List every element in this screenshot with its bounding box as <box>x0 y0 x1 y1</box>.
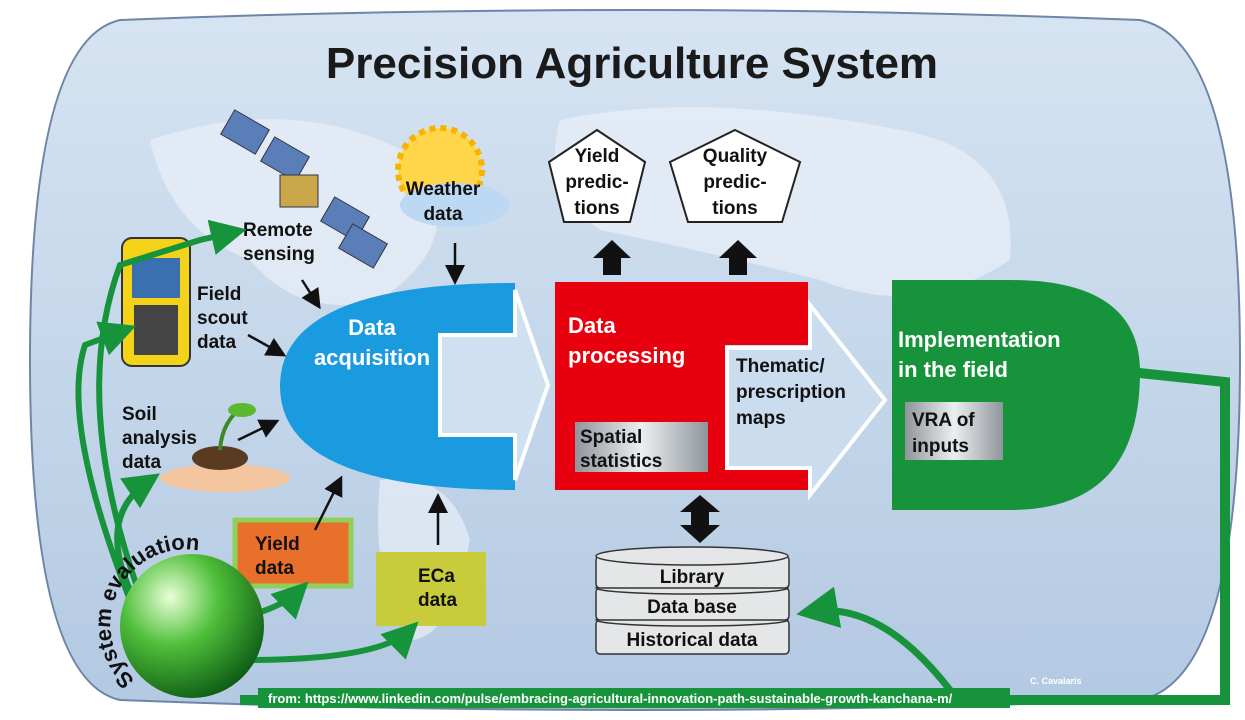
database-stack <box>595 546 790 655</box>
vra-label: inputs <box>912 436 969 457</box>
remote-sensing-label: Remote <box>243 220 313 241</box>
gps-device-icon <box>121 237 191 367</box>
spatial-label: statistics <box>580 451 662 472</box>
db-historical: Historical data <box>627 630 758 651</box>
field-scout-label: data <box>197 332 237 353</box>
credit-label: C. Cavalaris <box>1030 676 1082 686</box>
source-bar <box>258 688 1010 708</box>
sun-cloud-icon <box>395 125 510 227</box>
double-arrow-icon <box>680 495 720 543</box>
yield-data-label: Yield <box>255 534 300 555</box>
vra-box <box>905 402 1003 460</box>
up-arrow-icon <box>593 240 631 275</box>
acquisition-label: acquisition <box>314 345 430 370</box>
processing-label: processing <box>568 343 685 368</box>
source-link[interactable]: from: https://www.linkedin.com/pulse/emb… <box>268 691 953 706</box>
up-arrow-icon <box>719 240 757 275</box>
quality-predictions-line: predic- <box>703 172 766 193</box>
soil-label: data <box>122 452 162 473</box>
quality-predictions-pentagon <box>668 128 802 223</box>
soil-label: Soil <box>122 404 157 425</box>
yield-predictions-pentagon <box>547 128 647 223</box>
processing-label: Data <box>568 313 616 338</box>
thematic-maps-arrow <box>725 299 888 501</box>
field-scout-label: scout <box>197 308 248 329</box>
eca-data-label: data <box>418 590 458 611</box>
db-database: Data base <box>647 597 737 618</box>
satellite-icon <box>219 109 389 269</box>
implementation-label: in the field <box>898 357 1008 382</box>
yield-data-label: data <box>255 558 295 579</box>
hollow-arrow-icon <box>438 289 551 481</box>
quality-predictions-line: tions <box>712 198 757 219</box>
yield-predictions-line: predic- <box>565 172 628 193</box>
maps-label: prescription <box>736 382 846 403</box>
maps-label: Thematic/ <box>736 356 825 377</box>
vra-label: VRA of <box>912 410 975 431</box>
implementation-label: Implementation <box>898 327 1061 352</box>
acquisition-label: Data <box>348 315 396 340</box>
yield-predictions-line: Yield <box>575 146 620 167</box>
field-scout-label: Field <box>197 284 241 305</box>
diagram-title: Precision Agriculture System <box>326 39 938 88</box>
feedback-arrow <box>796 586 953 693</box>
spatial-statistics-box <box>575 422 708 472</box>
maps-label: maps <box>736 408 786 429</box>
quality-predictions-line: Quality <box>703 146 768 167</box>
implementation-shape <box>892 280 1140 510</box>
soil-label: analysis <box>122 428 197 449</box>
spatial-label: Spatial <box>580 427 642 448</box>
eca-data-label: ECa <box>418 566 455 587</box>
soil-hand-icon <box>160 403 290 492</box>
db-library: Library <box>660 567 725 588</box>
eca-map-image <box>376 552 486 626</box>
weather-label: Weather <box>406 179 481 200</box>
system-evaluation-sphere <box>120 554 264 698</box>
input-arrows <box>237 243 465 545</box>
weather-label: data <box>423 204 463 225</box>
yield-predictions-line: tions <box>574 198 619 219</box>
remote-sensing-label: sensing <box>243 244 315 265</box>
